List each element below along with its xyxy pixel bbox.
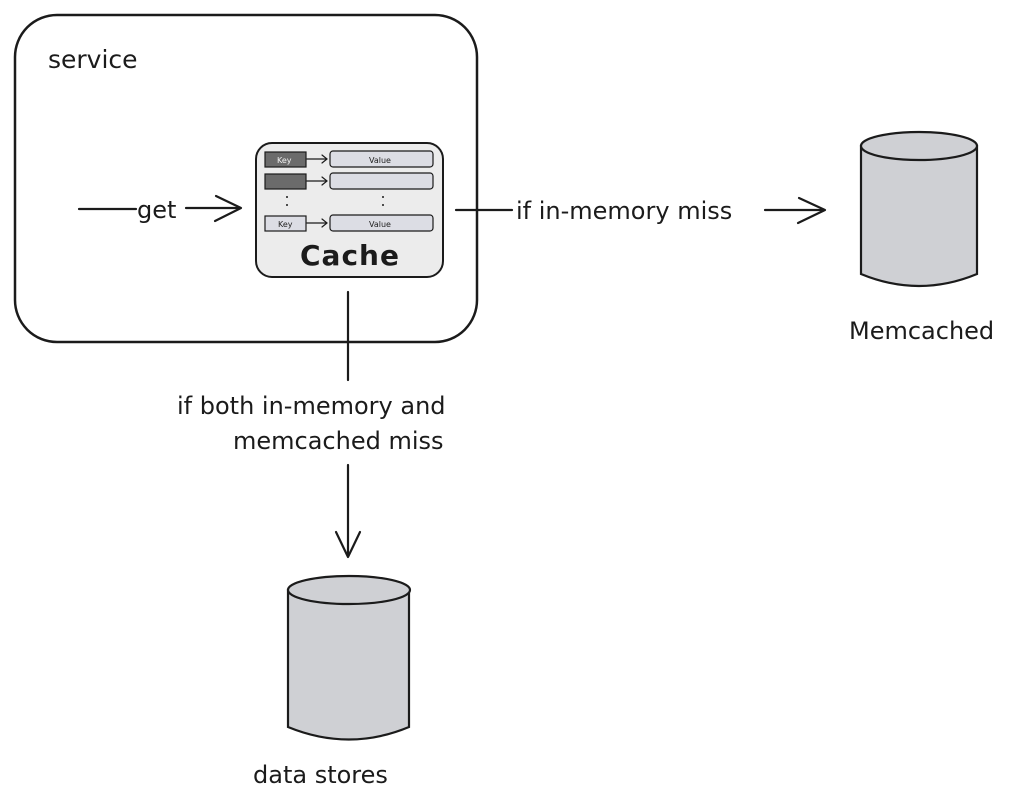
cache-value-label: Value xyxy=(369,220,391,229)
cache-key-cell xyxy=(264,173,307,190)
cache-component: Key Value Key Value xyxy=(255,142,444,278)
memcached-cylinder: Memcached xyxy=(849,130,994,345)
cache-value-label: Value xyxy=(369,156,391,165)
cache-row: Key Value xyxy=(264,214,434,232)
datastore-miss-label-line1: if both in-memory and xyxy=(177,392,446,420)
memcached-miss-arrow: if in-memory miss xyxy=(454,196,827,225)
cache-value-cell xyxy=(329,150,434,168)
get-label: get xyxy=(137,196,176,224)
get-arrow: get xyxy=(77,194,243,224)
cache-value-cell xyxy=(329,172,434,190)
service-label: service xyxy=(48,45,138,74)
service-box: service xyxy=(13,13,479,344)
cache-key-cell xyxy=(264,151,307,168)
cache-row: Key Value xyxy=(264,150,434,168)
cache-row xyxy=(264,172,434,190)
cache-key-cell xyxy=(264,215,307,232)
memcached-miss-label: if in-memory miss xyxy=(516,197,732,225)
cache-key-label: Key xyxy=(278,220,293,229)
cache-title: Cache xyxy=(300,239,400,272)
cache-key-label: Key xyxy=(277,156,292,165)
memcached-label: Memcached xyxy=(849,317,994,345)
datastore-miss-label-line2: memcached miss xyxy=(233,427,444,455)
cache-value-cell xyxy=(329,214,434,232)
cache-ellipsis xyxy=(286,196,384,206)
data-stores-cylinder: data stores xyxy=(253,574,412,789)
data-stores-label: data stores xyxy=(253,761,388,789)
datastore-miss-arrow: if both in-memory and memcached miss xyxy=(177,290,446,559)
